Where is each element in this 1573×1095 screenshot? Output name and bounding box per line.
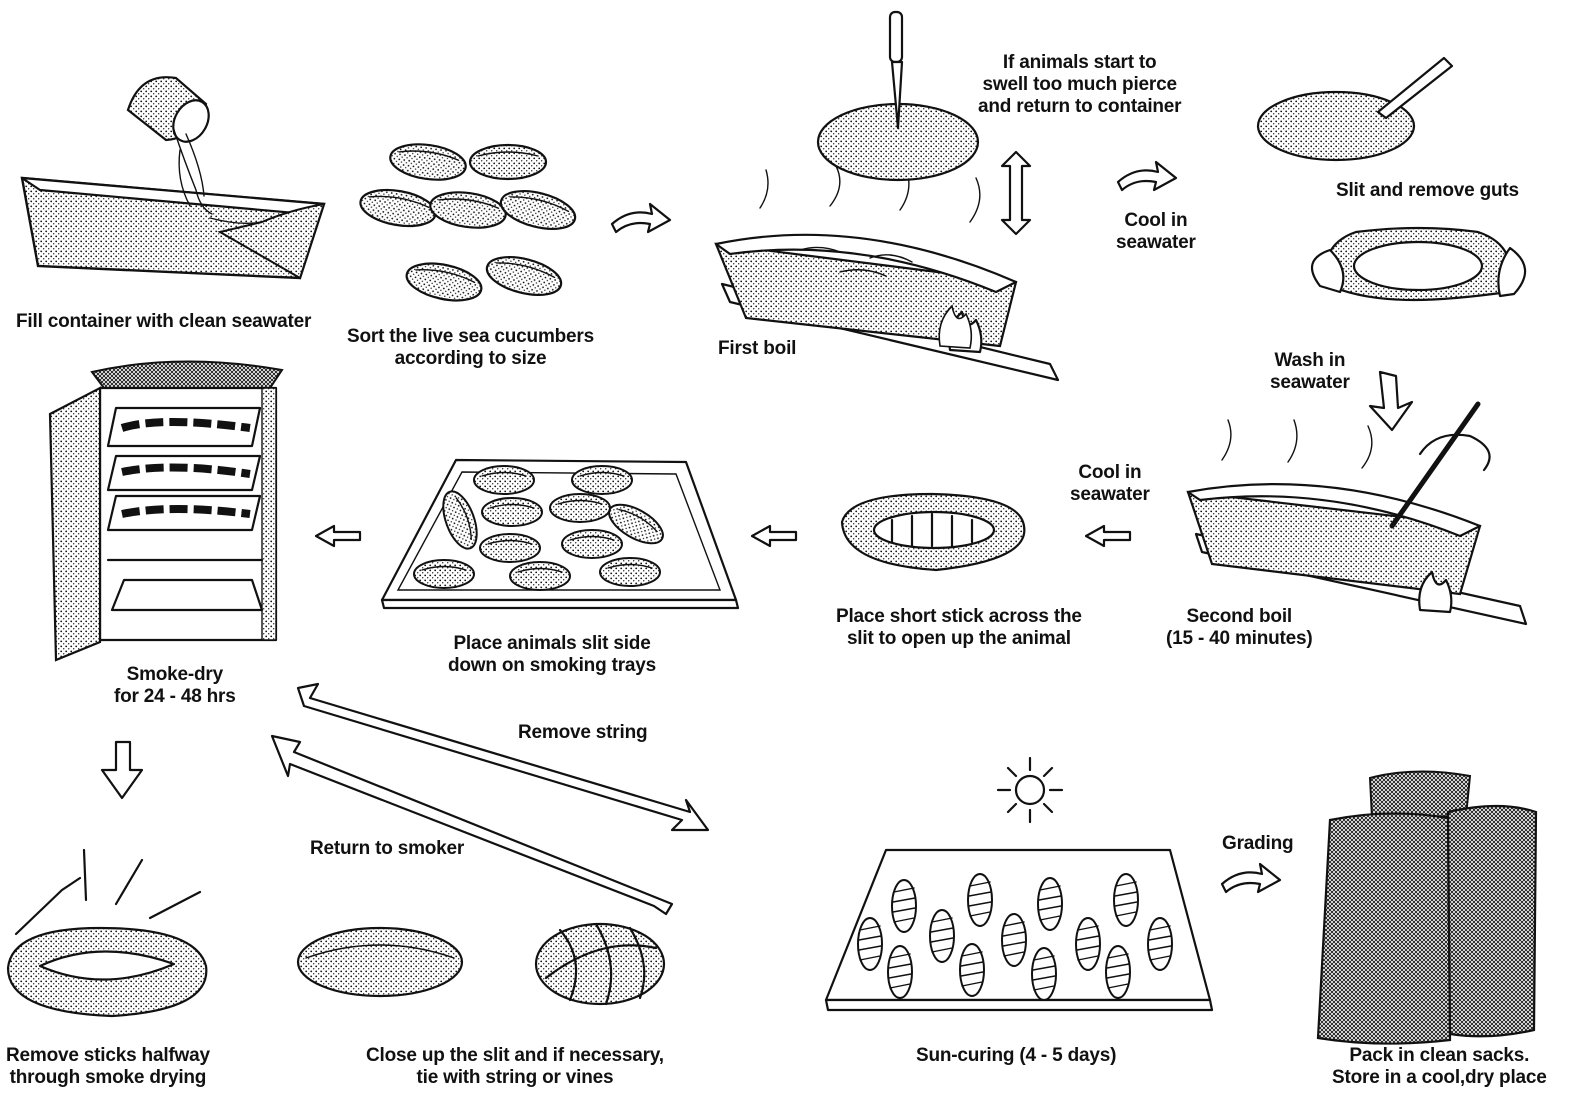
- caption-second-boil: Second boil(15 - 40 minutes): [1166, 606, 1313, 650]
- flow-arrow-icon: [102, 742, 142, 798]
- closed-cucumber-icon: [298, 924, 664, 1004]
- knife-icon: [818, 12, 978, 180]
- flow-arrow-icon: [1118, 162, 1176, 190]
- sea-cucumber-icon: [358, 140, 579, 307]
- smoked-cucumber-icon: [8, 850, 206, 1016]
- caption-grading: Grading: [1222, 833, 1293, 855]
- return-smoker-arrow-icon: [272, 736, 672, 914]
- sack-icon: [1318, 771, 1536, 1043]
- caption-fill-container: Fill container with clean seawater: [16, 311, 311, 333]
- slit-cucumber-icon: [1258, 58, 1525, 300]
- wash-arrow-icon: [1370, 372, 1412, 430]
- flow-arrow-icon: [316, 526, 360, 546]
- opened-cucumber-icon: [842, 494, 1024, 570]
- caption-return-smoker: Return to smoker: [310, 838, 464, 860]
- caption-pack: Pack in clean sacks.Store in a cool,dry …: [1332, 1045, 1547, 1089]
- caption-close-slit: Close up the slit and if necessary,tie w…: [366, 1045, 664, 1089]
- boiling-pot-icon: [1188, 404, 1526, 624]
- remove-string-arrow-icon: [298, 684, 708, 830]
- flow-arrow-icon: [752, 526, 796, 546]
- caption-slit: Slit and remove guts: [1336, 180, 1519, 202]
- flow-arrow-icon: [1222, 864, 1280, 892]
- caption-remove-string: Remove string: [518, 722, 647, 744]
- sun-icon: [998, 758, 1062, 822]
- caption-sun-curing: Sun-curing (4 - 5 days): [916, 1045, 1116, 1067]
- seawater-container: [22, 178, 324, 278]
- flow-arrow-icon: [612, 204, 670, 232]
- smoker-cabinet-icon: [50, 361, 282, 660]
- flow-arrow-icon: [1086, 526, 1130, 546]
- caption-first-boil: First boil: [718, 338, 796, 360]
- pierce-arrow-icon: [1002, 152, 1030, 234]
- drying-tray-icon: [382, 460, 738, 608]
- drying-tray-icon: [826, 850, 1212, 1010]
